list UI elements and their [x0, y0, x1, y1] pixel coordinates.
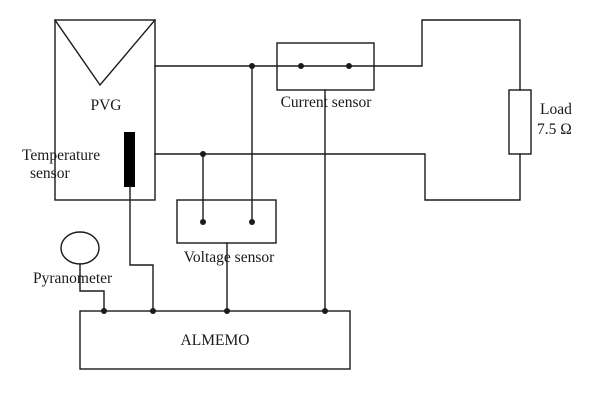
junction-voltage-positive	[249, 63, 255, 69]
load-label-line1: Load	[540, 101, 572, 118]
pv-generator: PVG	[54, 19, 156, 201]
wire-current-sensor-to-load	[348, 19, 521, 91]
junction-almemo-temperature	[150, 308, 156, 314]
pyranometer-label: Pyranometer	[33, 270, 113, 287]
pv-panel-symbol	[54, 19, 156, 87]
pyranometer: Pyranometer	[33, 231, 113, 287]
load-resistor: Load 7.5 Ω	[508, 89, 572, 155]
wire-pyranometer-output	[79, 263, 105, 312]
current-sensor-label: Current sensor	[281, 94, 373, 111]
temperature-sensor-label-line1: Temperature	[22, 147, 100, 164]
temperature-sensor-bar	[124, 132, 135, 187]
voltage-sensor-box	[176, 199, 277, 244]
almemo-logger: ALMEMO	[79, 310, 351, 370]
load-label-line2: 7.5 Ω	[537, 121, 572, 138]
pyranometer-circle	[60, 231, 100, 265]
junction-almemo-pyranometer	[101, 308, 107, 314]
junction-almemo-current	[322, 308, 328, 314]
almemo-label: ALMEMO	[181, 332, 250, 349]
voltage-sensor-label: Voltage sensor	[184, 249, 275, 266]
wire-temperature-sensor-output	[129, 186, 154, 312]
almemo-box	[79, 310, 351, 370]
temperature-sensor-label-line2: sensor	[30, 165, 70, 182]
junction-voltage-negative	[200, 151, 206, 157]
voltage-sensor: Voltage sensor	[176, 199, 277, 266]
pvg-label: PVG	[90, 97, 121, 114]
load-resistor-box	[508, 89, 532, 155]
wiring	[79, 19, 521, 314]
pv-generator-box	[54, 19, 156, 201]
junction-almemo-voltage	[224, 308, 230, 314]
wire-load-return	[154, 153, 521, 201]
